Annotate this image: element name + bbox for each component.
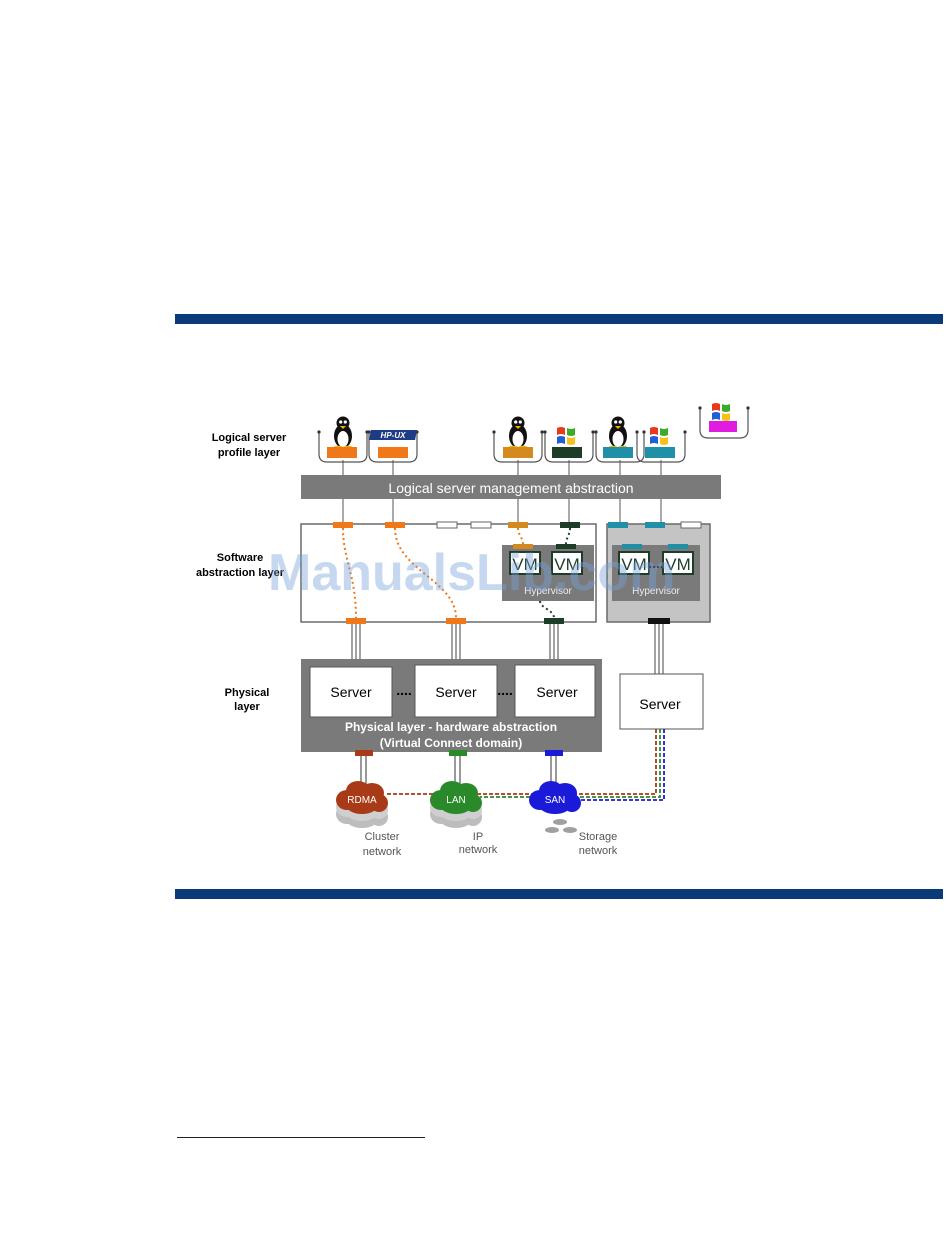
- slot: [346, 618, 366, 624]
- linux-penguin-icon: [333, 416, 353, 451]
- physical-band-line2: (Virtual Connect domain): [380, 736, 522, 750]
- svg-text:VM: VM: [554, 555, 580, 574]
- vm-4: VM: [662, 551, 694, 575]
- profile-layer-label-line1: Logical server: [212, 432, 287, 444]
- windows-logo-icon: [712, 403, 730, 421]
- profile-chip: [327, 447, 357, 458]
- software-layer-label-line1: Software: [217, 552, 263, 564]
- vm-ellipsis: ....: [648, 555, 664, 571]
- slot: [622, 544, 642, 549]
- port-san: [545, 750, 563, 756]
- hp-ux-logo-icon: HP-UX: [369, 430, 417, 440]
- rdma-label: RDMA: [347, 795, 377, 806]
- profile-5: [593, 416, 647, 463]
- slot: [648, 618, 670, 624]
- vm-1: VM: [509, 551, 541, 575]
- windows-logo-icon: [557, 427, 575, 445]
- svg-text:VM: VM: [512, 555, 538, 574]
- svg-text:Server: Server: [536, 684, 578, 700]
- cluster-network-label-line2: network: [363, 846, 402, 858]
- management-band-label: Logical server management abstraction: [388, 480, 633, 496]
- profile-1: [316, 416, 370, 463]
- profile-chip: [709, 421, 737, 432]
- software-layer-label-line2: abstraction layer: [196, 567, 285, 579]
- server-1: Server: [309, 666, 393, 718]
- profile-7-unassigned: [697, 403, 751, 439]
- top-rule: [175, 314, 943, 324]
- physical-band-line1: Physical layer - hardware abstraction: [345, 720, 557, 734]
- slot: [560, 522, 580, 528]
- profile-2: HP-UX: [366, 429, 420, 463]
- slot: [470, 521, 492, 529]
- vm-2: VM: [551, 551, 583, 575]
- profile-chip: [503, 447, 533, 458]
- slot: [385, 522, 405, 528]
- profile-layer-label-line2: profile layer: [218, 447, 281, 459]
- ip-network-label-line1: IP: [473, 831, 483, 843]
- profile-4: [542, 427, 596, 463]
- profile-6: [634, 427, 688, 463]
- server-ellipsis: ....: [497, 682, 513, 698]
- physical-layer-label-line2: layer: [234, 701, 260, 713]
- svg-text:HP-UX: HP-UX: [381, 431, 407, 440]
- storage-network-label-line2: network: [579, 845, 618, 857]
- vm-3: VM: [618, 551, 650, 575]
- layer-label-physical: Physical layer: [225, 687, 270, 713]
- slot: [513, 544, 533, 549]
- profile-chip: [552, 447, 582, 458]
- slot: [508, 522, 528, 528]
- ip-network-label-line2: network: [459, 844, 498, 856]
- linux-penguin-icon: [608, 416, 628, 451]
- band-connectors: [342, 460, 662, 524]
- svg-text:Server: Server: [639, 696, 681, 712]
- slot: [446, 618, 466, 624]
- layer-label-software: Software abstraction layer: [196, 552, 285, 579]
- hypervisor-label-2: Hypervisor: [632, 586, 680, 597]
- svg-text:VM: VM: [665, 555, 691, 574]
- footnote-separator: [177, 1137, 425, 1138]
- slot: [668, 544, 688, 549]
- bottom-rule: [175, 889, 943, 899]
- port-rdma: [355, 750, 373, 756]
- slot: [436, 521, 458, 529]
- slot: [680, 521, 702, 529]
- slot: [556, 544, 576, 549]
- svg-text:Server: Server: [330, 684, 372, 700]
- physical-layer-label-line1: Physical: [225, 687, 270, 699]
- profile-3: [491, 416, 545, 463]
- slot: [544, 618, 564, 624]
- svg-text:VM: VM: [621, 555, 647, 574]
- lan-cloud: LAN: [430, 781, 482, 828]
- standalone-server: Server: [619, 673, 704, 730]
- server-2: Server: [414, 664, 498, 718]
- cluster-network-label-line1: Cluster: [365, 831, 400, 843]
- hypervisor-label: Hypervisor: [524, 586, 572, 597]
- profile-chip: [645, 447, 675, 458]
- management-band: [301, 475, 721, 499]
- linux-penguin-icon: [508, 416, 528, 451]
- slot: [645, 522, 665, 528]
- downlink-lines: [360, 756, 557, 787]
- port-lan: [449, 750, 467, 756]
- san-cloud: SAN: [529, 781, 581, 833]
- slot: [333, 522, 353, 528]
- san-label: SAN: [545, 795, 566, 806]
- rdma-cloud: RDMA: [336, 781, 388, 828]
- slot: [608, 522, 628, 528]
- server-3: Server: [514, 664, 596, 718]
- svg-text:Server: Server: [435, 684, 477, 700]
- profile-chip: [378, 447, 408, 458]
- storage-network-label-line1: Storage: [579, 831, 618, 843]
- windows-logo-icon: [650, 427, 668, 445]
- layer-label-profile: Logical server profile layer: [212, 432, 287, 459]
- server-ellipsis: ....: [396, 682, 412, 698]
- lan-label: LAN: [446, 795, 465, 806]
- profile-chip: [603, 447, 633, 458]
